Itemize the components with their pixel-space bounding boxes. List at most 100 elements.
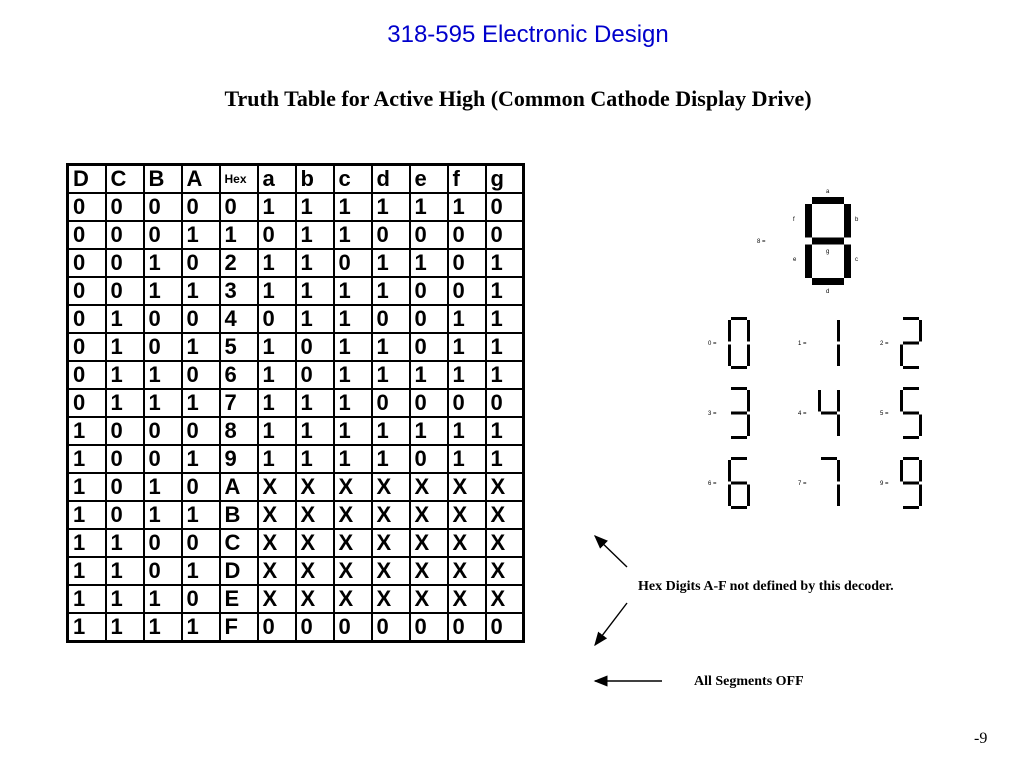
- table-cell: 1: [104, 360, 145, 390]
- table-cell: X: [256, 528, 297, 558]
- table-cell: X: [484, 472, 525, 502]
- table-cell: 1: [332, 276, 373, 306]
- table-cell: X: [294, 556, 335, 586]
- digit-example-label: 2 =: [880, 341, 889, 347]
- table-cell: 1: [66, 500, 107, 530]
- table-cell: 1: [66, 528, 107, 558]
- table-cell: X: [332, 556, 373, 586]
- table-cell: 0: [142, 416, 183, 446]
- reference-segment-a: [812, 197, 844, 204]
- table-cell: 0: [256, 220, 297, 250]
- table-cell: 1: [332, 360, 373, 390]
- table-cell: 0: [180, 304, 221, 334]
- table-cell: 1: [446, 360, 487, 390]
- table-cell: 0: [446, 248, 487, 278]
- table-cell: X: [294, 472, 335, 502]
- table-cell: 0: [104, 248, 145, 278]
- table-cell: X: [256, 584, 297, 614]
- table-cell: 1: [218, 220, 259, 250]
- table-cell: 0: [66, 304, 107, 334]
- table-cell: 0: [370, 304, 411, 334]
- table-cell: 1: [446, 304, 487, 334]
- digit-example-3: 3 =: [708, 387, 750, 439]
- segment-d: [903, 366, 919, 369]
- segment-f: [728, 460, 731, 482]
- segment-label-5: f: [793, 217, 795, 223]
- table-cell: 0: [256, 304, 297, 334]
- table-cell: 1: [370, 332, 411, 362]
- table-cell: X: [294, 584, 335, 614]
- segment-c: [837, 484, 840, 506]
- segment-d: [731, 436, 747, 439]
- table-cell: 0: [66, 332, 107, 362]
- table-cell: 1: [256, 332, 297, 362]
- segment-c: [837, 414, 840, 436]
- table-cell: 1: [142, 472, 183, 502]
- digit-example-4: 4 =: [798, 390, 840, 436]
- column-header-5: a: [256, 163, 297, 194]
- table-cell: X: [408, 584, 449, 614]
- table-cell: 0: [142, 304, 183, 334]
- table-cell: 1: [256, 192, 297, 222]
- table-cell: 9: [218, 444, 259, 474]
- segment-d: [903, 436, 919, 439]
- table-cell: X: [332, 500, 373, 530]
- column-header-9: e: [408, 163, 449, 194]
- table-cell: 1: [294, 444, 335, 474]
- table-cell: 0: [66, 248, 107, 278]
- table-cell: 1: [294, 220, 335, 250]
- column-header-7: c: [332, 163, 373, 194]
- table-cell: 0: [408, 444, 449, 474]
- table-cell: 0: [66, 220, 107, 250]
- page-number: -9: [974, 730, 988, 747]
- segment-f: [728, 320, 731, 342]
- table-cell: 1: [332, 332, 373, 362]
- table-cell: X: [370, 584, 411, 614]
- table-cell: 0: [294, 612, 335, 643]
- table-cell: 0: [294, 360, 335, 390]
- segment-c: [919, 414, 922, 436]
- table-cell: C: [218, 528, 259, 558]
- table-cell: 1: [370, 360, 411, 390]
- table-cell: 1: [408, 416, 449, 446]
- segment-a: [903, 317, 919, 320]
- table-cell: 0: [408, 612, 449, 643]
- digit-example-label: 3 =: [708, 411, 717, 417]
- table-cell: 1: [484, 304, 525, 334]
- table-cell: 1: [446, 192, 487, 222]
- table-cell: 0: [104, 444, 145, 474]
- table-cell: X: [446, 472, 487, 502]
- segment-f: [900, 460, 903, 482]
- table-cell: X: [446, 528, 487, 558]
- table-cell: 1: [104, 584, 145, 614]
- table-cell: 0: [142, 528, 183, 558]
- table-cell: 0: [484, 612, 525, 643]
- table-cell: 0: [446, 276, 487, 306]
- table-cell: 1: [142, 248, 183, 278]
- segment-g: [903, 341, 919, 345]
- table-cell: 3: [218, 276, 259, 306]
- table-cell: 0: [256, 612, 297, 643]
- table-cell: 0: [446, 388, 487, 418]
- table-cell: 0: [104, 192, 145, 222]
- table-cell: X: [332, 472, 373, 502]
- table-cell: 1: [66, 612, 107, 643]
- segment-b: [919, 460, 922, 482]
- table-cell: 1: [180, 388, 221, 418]
- table-cell: 0: [446, 612, 487, 643]
- table-cell: 1: [484, 332, 525, 362]
- reference-segment-b: [844, 204, 851, 238]
